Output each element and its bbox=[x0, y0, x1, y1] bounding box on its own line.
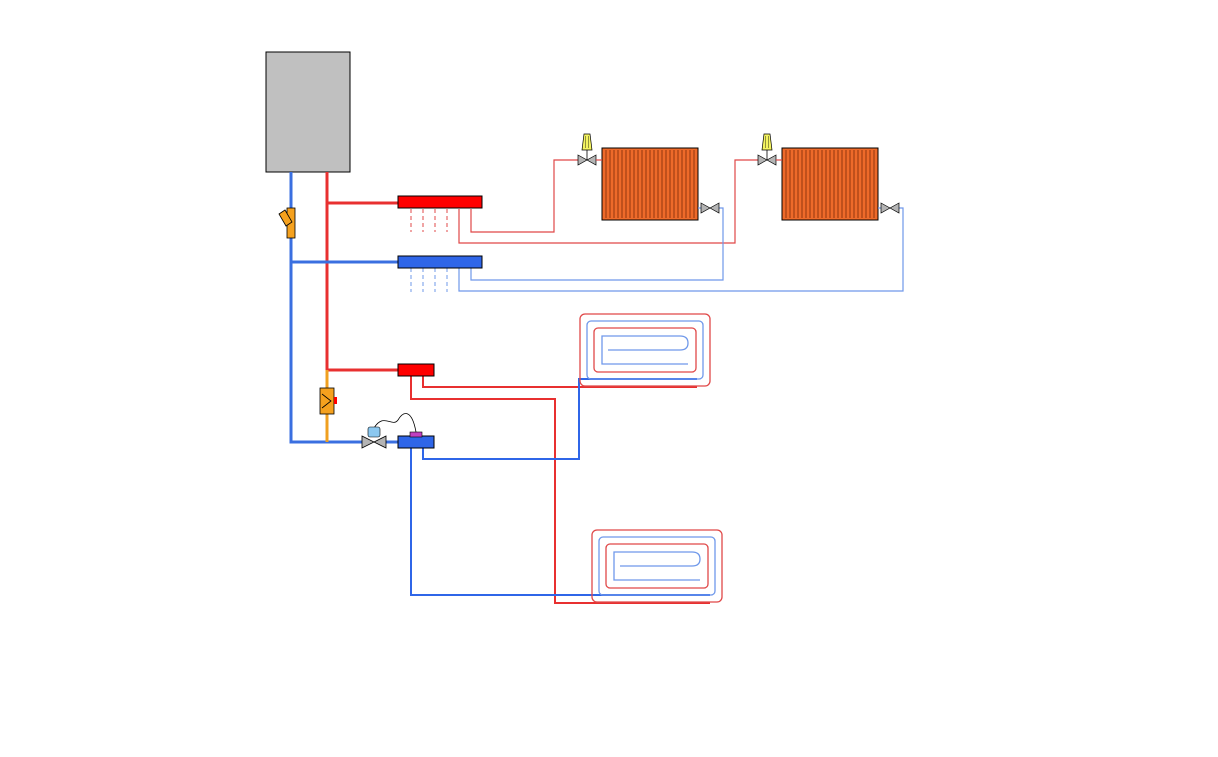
floor-return-manifold[interactable] bbox=[397, 435, 435, 449]
temperature-sensor bbox=[409, 431, 423, 438]
three-way-valve-icon[interactable] bbox=[361, 426, 387, 449]
underfloor-loops bbox=[579, 313, 723, 603]
radiator-return-manifold[interactable] bbox=[397, 255, 483, 269]
lockshield-valve-icon[interactable] bbox=[878, 202, 900, 214]
pump-icon[interactable] bbox=[319, 387, 337, 415]
radiator-1[interactable] bbox=[577, 133, 720, 221]
radiator-2-return-pipe bbox=[458, 207, 904, 292]
sensor-capillary bbox=[373, 413, 417, 433]
floor-loop-2[interactable] bbox=[591, 529, 723, 603]
main-pipes bbox=[289, 172, 398, 444]
radiator-2[interactable] bbox=[757, 133, 900, 221]
radiator-2-supply-pipe bbox=[458, 159, 758, 244]
y-strainer-icon[interactable] bbox=[278, 207, 296, 239]
radiators bbox=[577, 133, 900, 221]
radiator-1-return-pipe bbox=[470, 207, 724, 281]
radiator-pipes bbox=[458, 159, 904, 292]
floor-supply-manifold[interactable] bbox=[397, 363, 435, 377]
floor-loop-2-supply-pipe bbox=[410, 376, 710, 604]
radiator-1-supply-pipe bbox=[470, 159, 578, 233]
underfloor-pipes bbox=[410, 376, 710, 604]
manifold-spare-outlets bbox=[410, 209, 448, 292]
lockshield-valve-icon[interactable] bbox=[698, 202, 720, 214]
boiler[interactable] bbox=[265, 51, 351, 173]
floor-loop-1[interactable] bbox=[579, 313, 711, 387]
thermostatic-valve-icon[interactable] bbox=[577, 133, 602, 166]
thermostatic-valve-icon[interactable] bbox=[757, 133, 782, 166]
floor-loop-2-return-pipe bbox=[410, 448, 710, 596]
floor-loop-1-return-pipe bbox=[422, 378, 697, 460]
floor-loop-1-supply-pipe bbox=[422, 376, 697, 388]
radiator-supply-manifold[interactable] bbox=[397, 195, 483, 209]
